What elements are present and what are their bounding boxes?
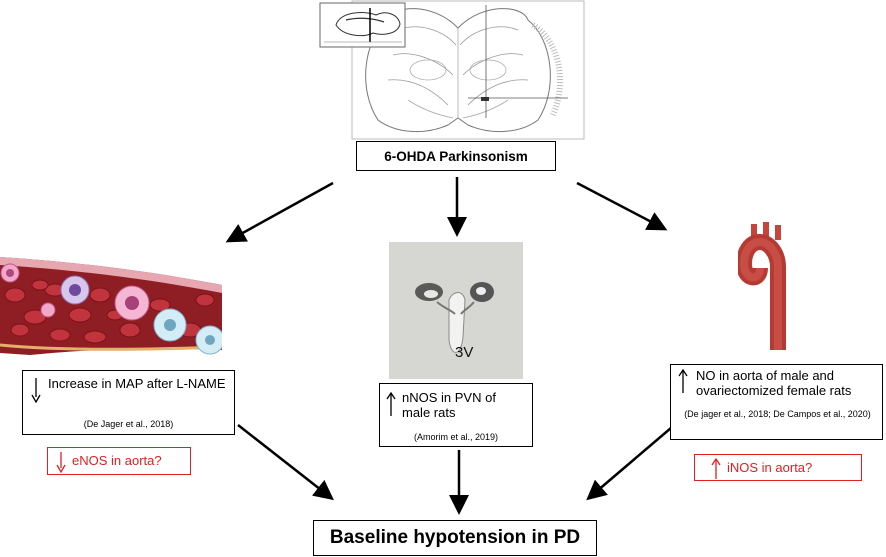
arrow-to-right [576, 181, 668, 231]
down-arrow-red-icon [56, 451, 66, 478]
pvn-histology-image: 3V [389, 242, 523, 379]
inos-question-text: iNOS in aorta? [727, 460, 813, 475]
map-increase-box: Increase in MAP after L-NAME (De Jager e… [22, 370, 235, 435]
inos-question-box: iNOS in aorta? [694, 454, 862, 481]
no-aorta-box: NO in aorta of male and ovariectomized f… [670, 364, 883, 440]
arrow-right-to-bottom [586, 421, 679, 501]
down-arrow-icon [31, 377, 41, 408]
map-increase-citation: (De Jager et al., 2018) [83, 419, 174, 429]
nnos-box: nNOS in PVN of male rats (Amorim et al.,… [379, 383, 533, 447]
hypotension-box: Baseline hypotension in PD [313, 520, 597, 556]
nnos-text: nNOS in PVN of male rats [402, 390, 496, 420]
blood-vessel-image [0, 257, 222, 355]
arrow-to-left [225, 181, 334, 243]
up-arrow-icon [386, 391, 396, 423]
enos-question-text: eNOS in aorta? [72, 453, 162, 468]
up-arrow-red-icon [711, 457, 721, 485]
map-increase-text: Increase in MAP after L-NAME [48, 376, 226, 391]
enos-question-box: eNOS in aorta? [47, 447, 191, 475]
aorta-image [738, 222, 786, 350]
nnos-citation: (Amorim et al., 2019) [413, 432, 499, 442]
no-aorta-citation: (De jager et al., 2018; De Campos et al.… [684, 409, 871, 419]
arrow-left-to-bottom [237, 424, 334, 501]
parkinsonism-label: 6-OHDA Parkinsonism [384, 148, 528, 164]
brain-atlas-image [319, 0, 585, 140]
hypotension-label: Baseline hypotension in PD [329, 527, 581, 548]
up-arrow-right-icon [678, 368, 688, 400]
parkinsonism-box: 6-OHDA Parkinsonism [356, 141, 556, 171]
third-ventricle-label: 3V [455, 344, 474, 361]
no-aorta-text: NO in aorta of male and ovariectomized f… [696, 368, 852, 398]
